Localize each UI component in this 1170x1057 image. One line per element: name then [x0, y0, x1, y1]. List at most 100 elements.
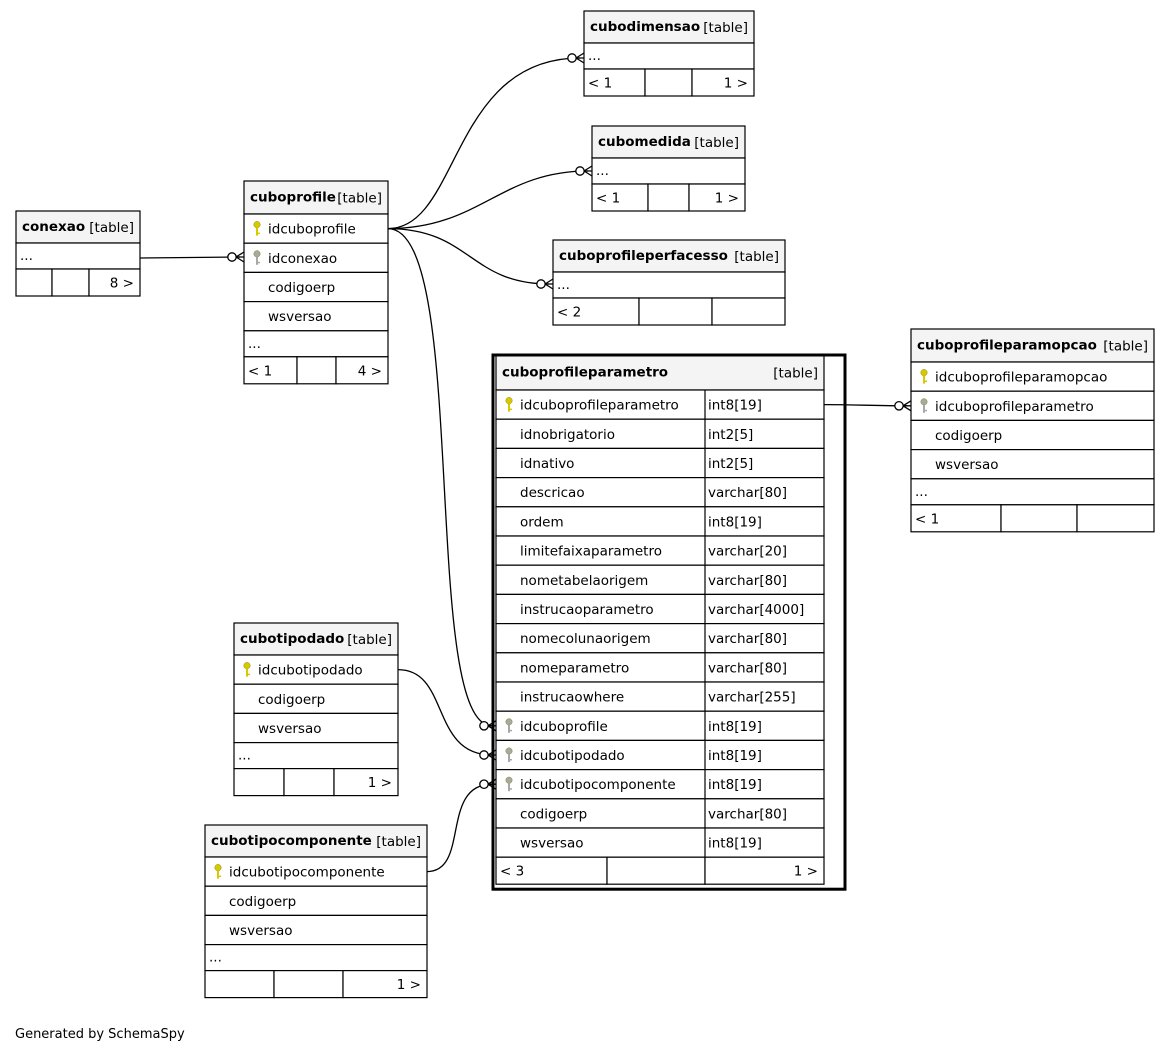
table-cuboprofileperfacesso[interactable]: cuboprofileperfacesso[table]...< 2 [552, 239, 786, 326]
parent-count: < 3 [500, 864, 524, 880]
column-name: nomeparametro [520, 660, 629, 676]
primary-key-icon [253, 221, 261, 236]
table-tag: [table] [694, 135, 739, 151]
table-conexao[interactable]: conexao[table]...8 > [15, 210, 141, 297]
child-count: 1 > [724, 76, 748, 92]
child-count: 1 > [715, 191, 739, 207]
table-title: cubotipocomponente [211, 833, 372, 849]
column-row[interactable]: idcubotipodado [233, 654, 399, 685]
edge-cubotipodado-cuboprofileparametro [397, 668, 493, 756]
table-tag: [table] [347, 632, 392, 648]
column-name: idcuboprofile [520, 719, 608, 735]
column-name: ordem [520, 514, 564, 530]
crowfoot-cuboprofileparametro-idcuboprofile [479, 720, 497, 732]
child-count: 1 > [397, 977, 421, 993]
table-cubotipodado[interactable]: cubotipodado[table] idcubotipodado codigoe… [233, 622, 399, 797]
column-name: idcuboprofileparametro [520, 398, 679, 414]
table-cuboprofile[interactable]: cuboprofile[table] idcuboprofileidconexao… [243, 180, 389, 385]
table-cuboprofileparamopcao[interactable]: cuboprofileparamopcao[table]idcuboprofil… [910, 328, 1155, 533]
column-name: idcubotipodado [520, 748, 625, 764]
column-row[interactable]: nometabelaorigem varchar[80] [495, 564, 825, 596]
column-type: int2[5] [708, 427, 753, 443]
column-type: varchar[255] [708, 690, 796, 706]
column-row[interactable]: idcubotipocomponente [204, 856, 428, 887]
table-title: cuboprofile [250, 190, 336, 206]
column-row[interactable]: idcuboprofileparamopcao [910, 361, 1155, 392]
column-row[interactable]: wsversao [233, 712, 399, 744]
column-row[interactable]: nomecolunaorigem varchar[80] [495, 622, 825, 654]
generated-by-footer: Generated by SchemaSpy [15, 1027, 185, 1042]
relationship-endpoints [227, 52, 912, 790]
table-cubotipocomponente[interactable]: cubotipocomponente[table] idcubotipocompo… [204, 824, 428, 999]
table-tag: [table] [337, 191, 382, 207]
table-tag: [table] [89, 220, 134, 236]
column-row[interactable]: codigoerp [233, 683, 399, 715]
column-name: codigoerp [268, 280, 335, 296]
column-name: nomecolunaorigem [520, 631, 651, 647]
column-row[interactable]: idcuboprofile [243, 213, 389, 244]
column-row[interactable]: idcubotipodado int8[19] [495, 739, 825, 771]
column-name: instrucaoparametro [520, 602, 654, 618]
column-type: varchar[80] [708, 806, 787, 822]
crowfoot-cubomedida [575, 165, 593, 177]
column-row[interactable]: idconexao [243, 242, 389, 273]
column-name: wsversao [935, 457, 999, 473]
column-row[interactable]: nomeparametro varchar[80] [495, 652, 825, 683]
column-name: wsversao [229, 923, 293, 939]
table-tag: [table] [734, 249, 779, 265]
column-row[interactable]: instrucaoparametro varchar[4000] [495, 593, 825, 625]
table-tag: [table] [773, 366, 818, 382]
foreign-key-icon [920, 398, 928, 413]
table-title: cubomedida [598, 134, 691, 150]
column-name: nometabelaorigem [520, 573, 648, 589]
column-row[interactable]: codigoerp [910, 419, 1155, 451]
column-name: limitefaixaparametro [520, 544, 662, 560]
column-name: codigoerp [935, 428, 1002, 444]
table-title: cuboprofileparametro [502, 365, 668, 381]
parent-count: < 2 [557, 305, 581, 321]
parent-count: < 1 [596, 191, 620, 207]
table-title: cubotipodado [240, 631, 344, 647]
column-name: idcubotipodado [258, 663, 363, 679]
more-columns-ellipsis: ... [248, 336, 261, 352]
column-row[interactable]: wsversao [204, 914, 428, 946]
crowfoot-cuboprofile-idconexao [227, 251, 245, 263]
crowfoot-cuboprofileparametro-idcubotipocomponente [479, 778, 497, 790]
column-type: varchar[80] [708, 573, 787, 589]
more-columns-ellipsis: ... [238, 748, 251, 764]
column-row[interactable]: codigoerp [204, 885, 428, 917]
relationship-edges [139, 57, 908, 873]
column-type: int8[19] [708, 748, 762, 764]
foreign-key-icon [505, 776, 513, 792]
table-title: cuboprofileparamopcao [917, 338, 1097, 354]
table-tag: [table] [376, 834, 421, 850]
column-row[interactable]: idcuboprofileparametro [910, 390, 1155, 422]
column-row[interactable]: wsversao [910, 449, 1155, 480]
column-type: varchar[4000] [708, 602, 804, 618]
column-type: varchar[80] [708, 631, 787, 647]
table-cuboprofileparametro[interactable]: cuboprofileparametro [table] idcuboprofile… [491, 353, 847, 891]
child-count: 1 > [794, 864, 818, 880]
crowfoot-cubodimensao [567, 52, 585, 64]
primary-key-icon [505, 397, 513, 412]
column-type: varchar[80] [708, 660, 787, 676]
parent-count: < 1 [915, 511, 939, 527]
more-columns-ellipsis: ... [557, 277, 570, 293]
column-row[interactable]: wsversao [243, 301, 389, 332]
edge-cubotipocomponente-cuboprofileparametro [426, 783, 493, 873]
column-row[interactable]: codigoerp [243, 271, 389, 303]
